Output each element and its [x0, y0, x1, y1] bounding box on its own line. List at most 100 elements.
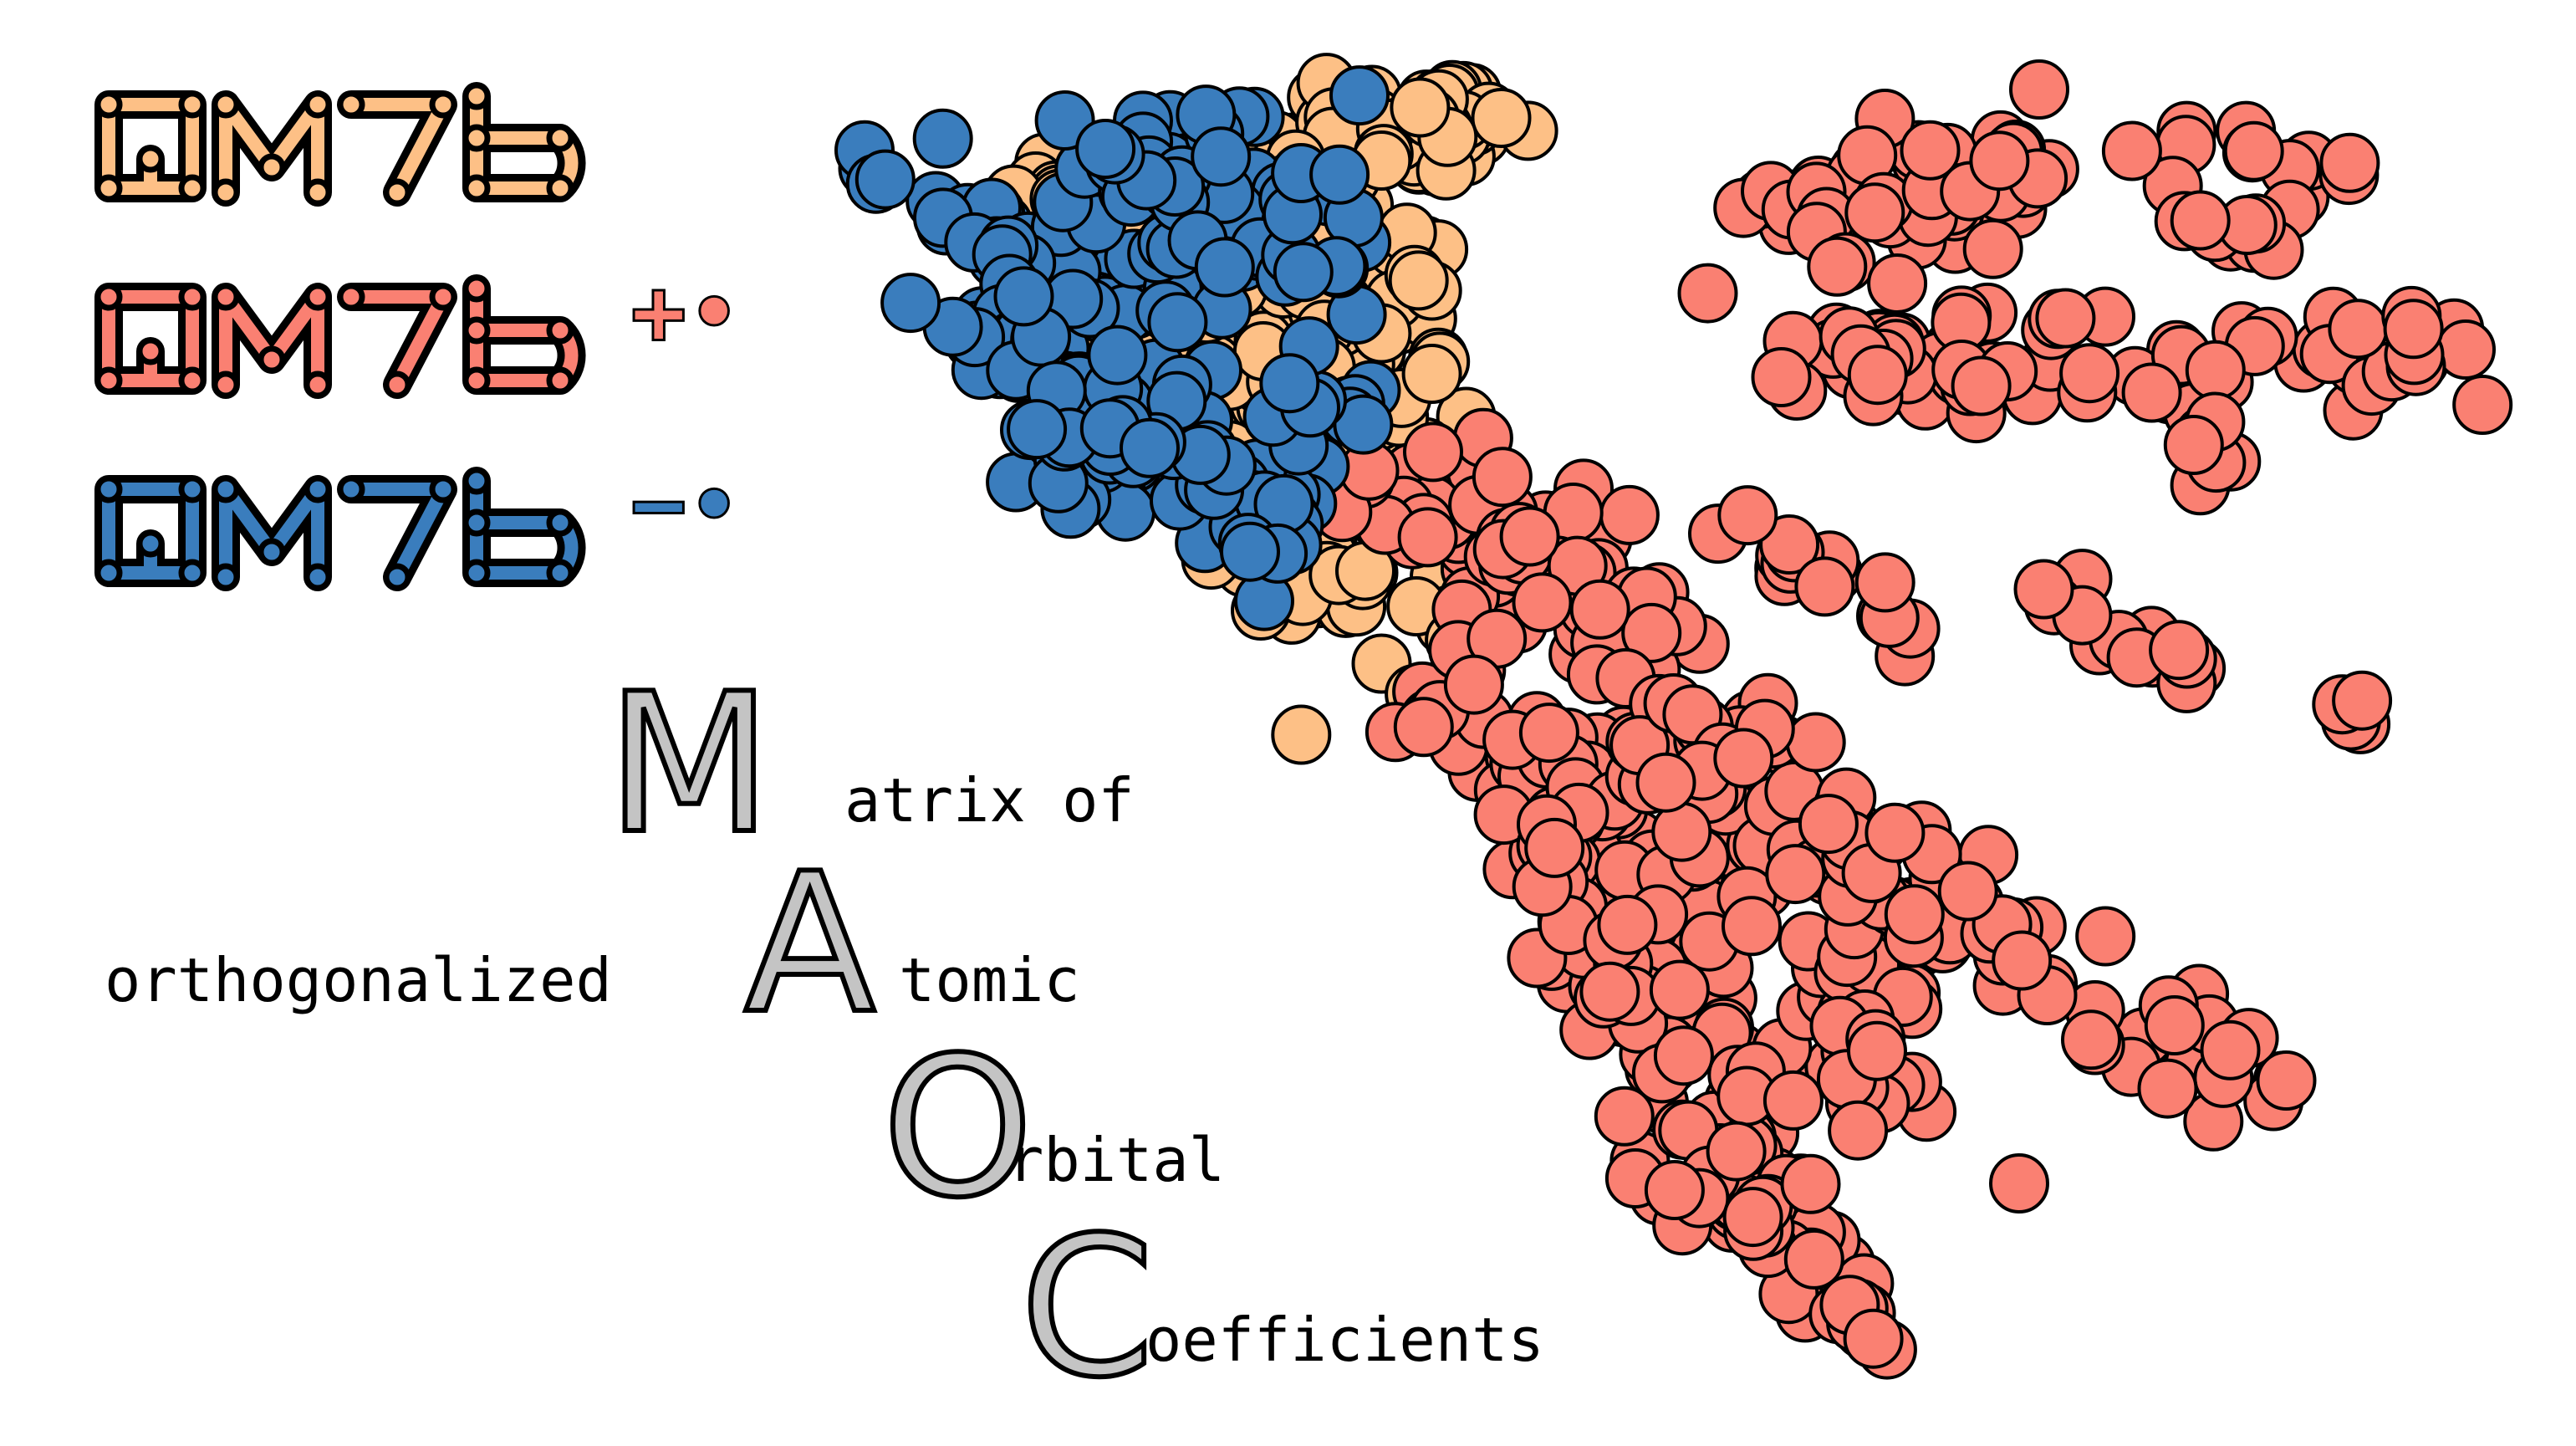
scatter-point-cation [1599, 484, 1660, 545]
scatter-point-cation [1717, 485, 1778, 546]
scatter-point-cation [1713, 728, 1774, 789]
scatter-point-cation [1579, 961, 1640, 1022]
acronym-letter-c: C [1018, 1197, 1157, 1420]
scatter-point-neutral [1390, 77, 1451, 138]
scatter-point-cation [1807, 236, 1868, 297]
logo-node [462, 174, 491, 202]
logo-node [429, 90, 457, 119]
scatter-point-cation [1783, 1229, 1844, 1290]
scatter-point-cation [2328, 299, 2389, 360]
acronym-rest-a: tomic [899, 945, 1080, 1015]
logo-node [462, 124, 491, 152]
logo-node [212, 370, 240, 399]
logo-node [304, 475, 332, 503]
scatter-point-anion [1191, 126, 1252, 187]
scatter-point-anion [880, 273, 941, 334]
scatter-point-cation [1765, 844, 1826, 905]
scatter-point-anion [1309, 144, 1370, 205]
scatter-point-cation [1759, 514, 1820, 575]
scatter-point-cation [1794, 556, 1855, 617]
scatter-point-cation [1937, 861, 1998, 922]
logo-node [258, 345, 286, 374]
logo-node [337, 283, 365, 311]
logo-node [258, 538, 286, 566]
acronym-rest-m: atrix of [844, 765, 1135, 835]
logo-node [546, 366, 574, 395]
scatter-point-anion [993, 266, 1054, 327]
logo-node [94, 174, 123, 202]
logo-node [212, 90, 240, 119]
logo-node [94, 559, 123, 587]
scatter-point-anion [1147, 292, 1208, 353]
acronym-letter-m: M [604, 653, 774, 876]
scatter-point-cation [2170, 190, 2231, 251]
scatter-series-anion [834, 65, 1401, 631]
scatter-point-anion [1259, 353, 1320, 414]
scatter-point-anion [1120, 417, 1180, 478]
logo-node [212, 475, 240, 503]
scatter-point-cation [1472, 447, 1533, 508]
scatter-point-neutral [1388, 250, 1449, 311]
qm7b-minus-logo-graphic: −• [94, 459, 741, 591]
logo-charge-superscript: +• [627, 269, 738, 357]
scatter-point-cation [1621, 602, 1682, 663]
scatter-point-cation [2256, 1050, 2317, 1111]
logo-node [546, 508, 574, 537]
logo-node [546, 174, 574, 202]
logo-node [546, 316, 574, 345]
scatter-point-cation [1751, 347, 1812, 407]
scatter-point-cation [1706, 1121, 1767, 1182]
scatter-point-cation [1780, 1153, 1841, 1214]
logo-node [178, 559, 207, 587]
scatter-point-cation [2137, 1058, 2198, 1119]
logo-node [258, 153, 286, 181]
scatter-point-neutral [1271, 704, 1332, 765]
logo-node [383, 178, 411, 207]
logo-node [337, 90, 365, 119]
acronym-rest-c: oefficients [1145, 1305, 1544, 1375]
scatter-point-cation [2013, 559, 2074, 620]
logo-node [212, 563, 240, 591]
scatter-point-cation [1518, 703, 1579, 764]
scatter-point-cation [1512, 572, 1573, 633]
scatter-point-cation [2332, 670, 2393, 731]
logo-node [383, 370, 411, 399]
scatter-point-anion [1075, 119, 1136, 179]
scatter-point-cation [1962, 218, 2023, 279]
logo-node [178, 366, 207, 395]
logo-node [462, 274, 491, 303]
scatter-point-anion [854, 149, 916, 210]
logo-node [429, 475, 457, 503]
logo-node [304, 178, 332, 207]
scatter-point-anion [1087, 324, 1148, 386]
logo-node [546, 124, 574, 152]
logo-node [178, 475, 207, 503]
scatter-series-cation [1312, 59, 2513, 1380]
scatter-point-cation [1762, 1070, 1824, 1131]
scatter-point-cation [1597, 894, 1658, 955]
scatter-point-cation [2059, 343, 2120, 404]
logo-node [212, 283, 240, 311]
scatter-point-cation [1635, 752, 1696, 813]
scatter-point-cation [1594, 1086, 1655, 1147]
scatter-point-cation [2035, 288, 2096, 349]
logo-node [94, 475, 123, 503]
logo-charge-superscript: −• [627, 462, 738, 549]
logo-qm7b-plus: +• [84, 267, 836, 410]
logo-node [212, 178, 240, 207]
logo-node [383, 563, 411, 591]
scatter-point-cation [2009, 59, 2069, 120]
scatter-point-cation [1443, 654, 1504, 715]
scatter-point-cation [2075, 906, 2136, 967]
scatter-point-cation [1847, 345, 1908, 406]
scatter-point-cation [1798, 794, 1859, 855]
logo-node [304, 283, 332, 311]
logo-node [546, 559, 574, 587]
scatter-point-cation [1992, 930, 2053, 991]
scatter-point-cation [2149, 620, 2210, 681]
logo-node [462, 508, 491, 537]
logo-node [94, 90, 123, 119]
logo-node [304, 563, 332, 591]
scatter-point-cation [1828, 1100, 1889, 1161]
